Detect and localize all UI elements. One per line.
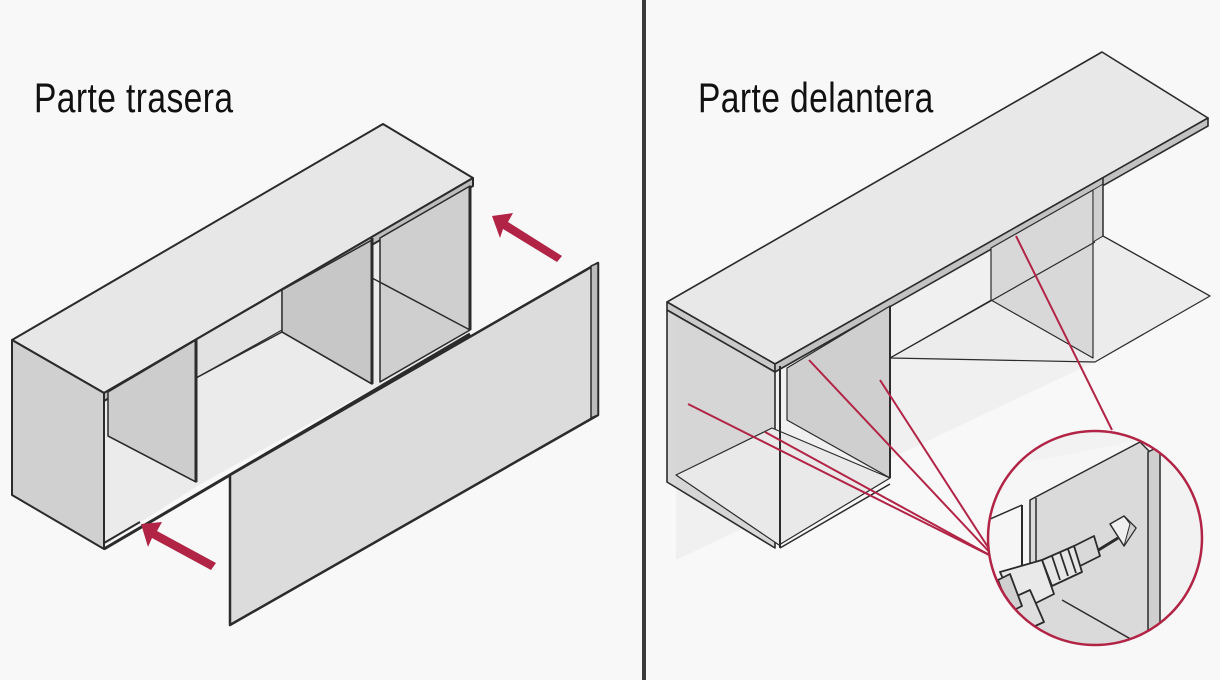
rear-shelf-unit [11, 123, 600, 627]
arrow-icon [141, 213, 562, 570]
rear-side-title: Parte trasera [34, 74, 234, 121]
front-shelf-unit [666, 51, 1211, 560]
drill-point-lines [687, 235, 1113, 559]
front-side-title: Parte delantera [698, 74, 934, 121]
zoom-detail [986, 429, 1204, 647]
drill-icon [997, 535, 1119, 633]
wall-plug-icon [1109, 515, 1137, 547]
